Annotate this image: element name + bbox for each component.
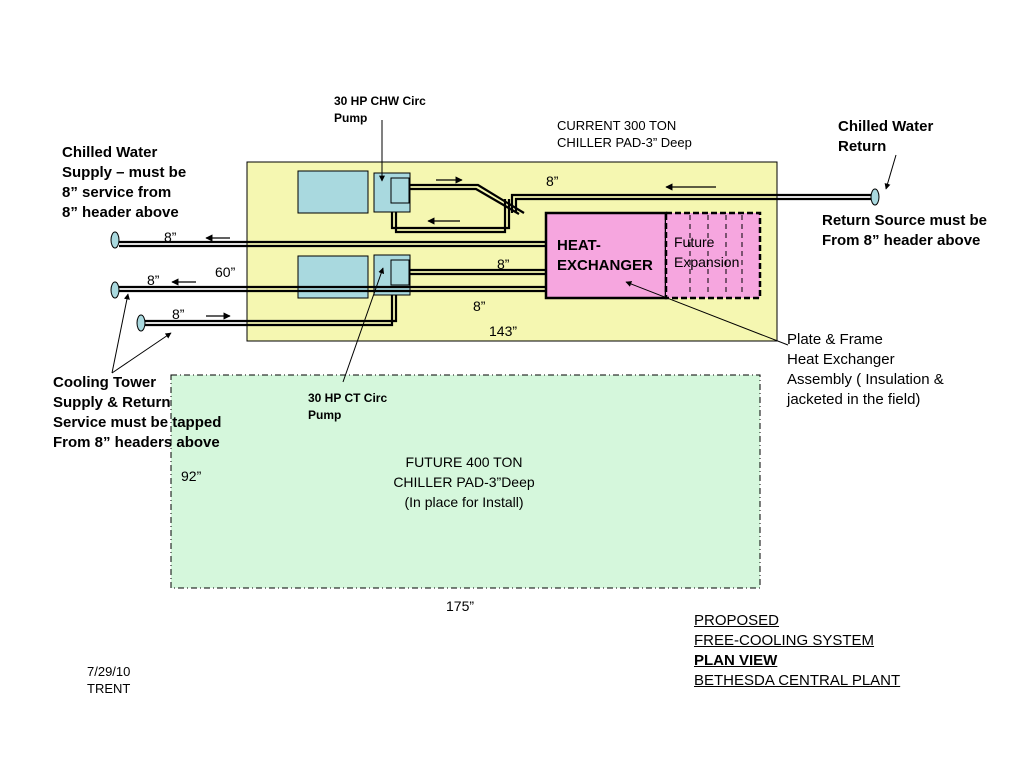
ct-supply-pipe-end bbox=[136, 314, 146, 332]
leader-chilled-return bbox=[884, 154, 897, 190]
ct-pump-inner bbox=[390, 259, 410, 286]
dim-current-pad-length: 143” bbox=[489, 323, 518, 339]
dim-pad-width: 60” bbox=[215, 264, 236, 280]
title-proposed: PROPOSED bbox=[694, 612, 780, 629]
dim-hx-ct: 8” bbox=[497, 256, 510, 272]
chw-motor bbox=[297, 170, 369, 214]
dim-ct-return: 8” bbox=[147, 272, 160, 288]
author-label: TRENT bbox=[87, 681, 131, 696]
supply-pipe-end bbox=[110, 231, 120, 249]
dim-ct-supply: 8” bbox=[172, 306, 185, 322]
dim-future-pad-length: 175” bbox=[446, 598, 475, 614]
leader-ct-pump bbox=[342, 267, 385, 383]
title-block: PROPOSED FREE-COOLING SYSTEM PLAN VIEW B… bbox=[694, 611, 900, 691]
ct-return-pipe-end bbox=[110, 281, 120, 299]
future-chiller-pad bbox=[170, 374, 761, 589]
dim-pipe-supply: 8” bbox=[164, 229, 177, 245]
date-author: 7/29/10 TRENT bbox=[87, 663, 130, 697]
title-plant: BETHESDA CENTRAL PLANT bbox=[694, 672, 901, 689]
date-label: 7/29/10 bbox=[87, 664, 131, 679]
return-pipe-end bbox=[870, 188, 880, 206]
dim-future-pad-depth: 92” bbox=[181, 468, 202, 484]
ct-supply-pipe bbox=[143, 295, 398, 323]
heat-exchanger-label: HEAT-EXCHANGER bbox=[557, 237, 653, 274]
leader-plate-frame bbox=[625, 281, 789, 346]
leader-cooling-tower-a bbox=[111, 293, 130, 374]
future-expansion-area bbox=[664, 211, 762, 300]
title-plan-view: PLAN VIEW bbox=[694, 652, 778, 669]
leader-cooling-tower-b bbox=[111, 332, 172, 374]
dim-pipe-top-right: 8” bbox=[546, 173, 559, 189]
dim-hx-lower: 8” bbox=[473, 298, 486, 314]
chw-pump-inner bbox=[390, 177, 410, 204]
chw-pump-pipe-lower bbox=[390, 199, 511, 230]
title-system: FREE-COOLING SYSTEM bbox=[694, 632, 875, 649]
chw-return-pipe bbox=[510, 193, 872, 213]
